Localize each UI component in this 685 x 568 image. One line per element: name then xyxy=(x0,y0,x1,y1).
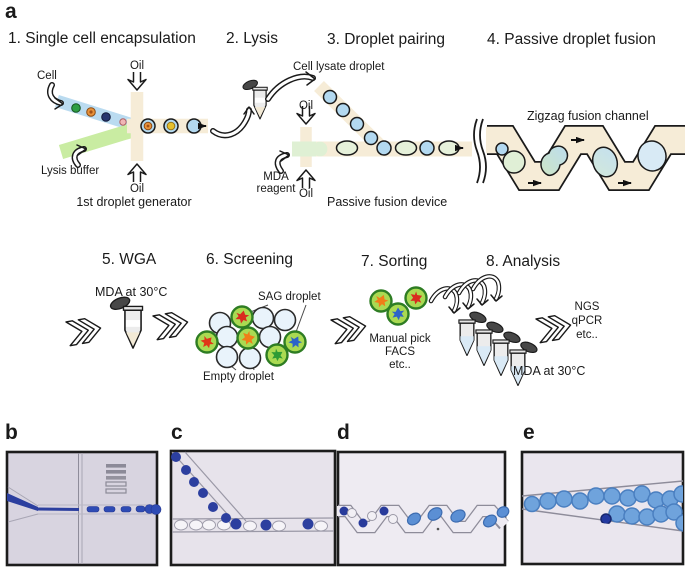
mda-reagent-label-line2: reagent xyxy=(256,183,296,195)
mda-reagent-label-line1: MDA xyxy=(263,171,289,183)
lysate-droplets-diagonal xyxy=(322,89,379,146)
panel-b-label: b xyxy=(5,421,18,444)
micrograph-c-droplet-pairing xyxy=(169,449,337,567)
empty-droplet-icon xyxy=(251,306,275,330)
cell-lysate-droplet-label: Cell lysate droplet xyxy=(293,61,385,73)
cell-pointer-arrow-icon xyxy=(47,82,64,110)
droplet-plugs xyxy=(86,504,162,515)
mda-30c-label-s5: MDA at 30°C xyxy=(95,285,168,299)
sag-droplet-icon xyxy=(404,286,428,310)
step6-title: 6. Screening xyxy=(206,251,294,268)
droplet-generator-schematic xyxy=(47,71,208,183)
oil-inlet-arrow-icon xyxy=(127,71,147,91)
zigzag-fusion-channel-schematic xyxy=(473,118,685,191)
transfer-arrow-icon xyxy=(265,71,316,102)
collected-droplets xyxy=(523,485,683,532)
mda-30c-label-s8: MDA at 30°C xyxy=(513,364,586,378)
fusing-droplets-photo xyxy=(339,506,510,531)
empty-droplet-label: Empty droplet xyxy=(203,371,274,383)
lysis-buffer-pointer-arrow-icon xyxy=(71,144,87,168)
sorted-droplet-group xyxy=(369,286,428,326)
sorting-method-line1: Manual pick xyxy=(369,333,431,345)
mda-reagent-pointer-arrow-icon xyxy=(274,150,290,174)
fused-droplet xyxy=(540,145,569,177)
flow-chevron-arrow-icon xyxy=(66,316,103,345)
lysis-buffer-label: Lysis buffer xyxy=(41,165,100,177)
wga-tube-icon xyxy=(108,293,144,349)
dye-stream xyxy=(7,493,38,511)
flow-chevron-arrow-icon xyxy=(153,310,190,339)
empty-droplet-icon xyxy=(238,346,262,370)
micrograph-e-droplet-collection xyxy=(520,450,685,566)
oil-label-top-s3: Oil xyxy=(298,100,314,112)
sorting-method-line2: FACS xyxy=(384,346,416,358)
fusing-droplets xyxy=(495,140,667,178)
channel-break-squiggle xyxy=(473,118,481,184)
panel-a-label: a xyxy=(5,0,17,23)
passive-fusion-device-schematic xyxy=(274,81,472,189)
sag-droplet-icon xyxy=(265,343,289,367)
panel-d-label: d xyxy=(337,421,350,444)
cell-label: Cell xyxy=(37,70,57,82)
cells-in-channel xyxy=(71,103,127,126)
pick-arrows-icon xyxy=(428,274,503,314)
channel-break-squiggle xyxy=(479,118,487,184)
oil-inlet-arrow-icon xyxy=(127,163,147,183)
sag-droplet-icon xyxy=(195,330,219,354)
step3-title: 3. Droplet pairing xyxy=(327,31,446,48)
micrograph-b-droplet-generation xyxy=(5,450,162,567)
passive-fusion-caption: Passive fusion device xyxy=(327,195,448,209)
lysis-tube-group xyxy=(210,71,316,139)
empty-droplet-icon xyxy=(215,325,239,349)
step4-title: 4. Passive droplet fusion xyxy=(487,31,656,48)
empty-droplet-icon xyxy=(215,345,239,369)
zigzag-channel-label: Zigzag fusion channel xyxy=(527,109,649,123)
analysis-out-line2: qPCR xyxy=(571,315,603,327)
generated-droplets xyxy=(140,118,202,134)
sorting-method-line3: etc.. xyxy=(389,359,411,371)
oil-label-bottom-s1: Oil xyxy=(129,183,145,195)
lysate-droplets xyxy=(171,452,314,531)
analysis-out-line1: NGS xyxy=(574,301,600,313)
oil-label-top-s1: Oil xyxy=(129,60,145,72)
step7-title: 7. Sorting xyxy=(361,253,428,270)
oil-label-bottom-s3: Oil xyxy=(298,188,314,200)
step8-title: 8. Analysis xyxy=(486,253,561,270)
sag-droplet-icon xyxy=(386,302,410,326)
panel-c-label: c xyxy=(171,421,183,444)
screening-droplet-cluster xyxy=(195,304,307,371)
micrograph-d-zigzag-fusion xyxy=(336,450,510,567)
channel-resistor-marks xyxy=(105,464,127,494)
empty-droplet-icon xyxy=(273,308,297,332)
sag-droplet-icon xyxy=(283,330,307,354)
step2-title: 2. Lysis xyxy=(226,30,278,47)
analysis-out-line3: etc.. xyxy=(576,329,598,341)
reagent-droplets xyxy=(174,519,328,532)
step1-title: 1. Single cell encapsulation xyxy=(8,30,196,47)
panel-e-label: e xyxy=(523,421,535,444)
transfer-arrow-icon xyxy=(210,106,255,139)
analysis-tube-icon xyxy=(509,339,540,386)
step5-title: 5. WGA xyxy=(102,251,157,268)
sag-droplet-icon xyxy=(230,305,254,329)
sag-droplet-icon xyxy=(236,326,260,350)
droplet-generator-caption: 1st droplet generator xyxy=(76,195,192,209)
sag-droplet-label: SAG droplet xyxy=(258,291,321,303)
analysis-tubes-group xyxy=(428,274,540,386)
paired-droplets-main-channel xyxy=(335,140,460,156)
